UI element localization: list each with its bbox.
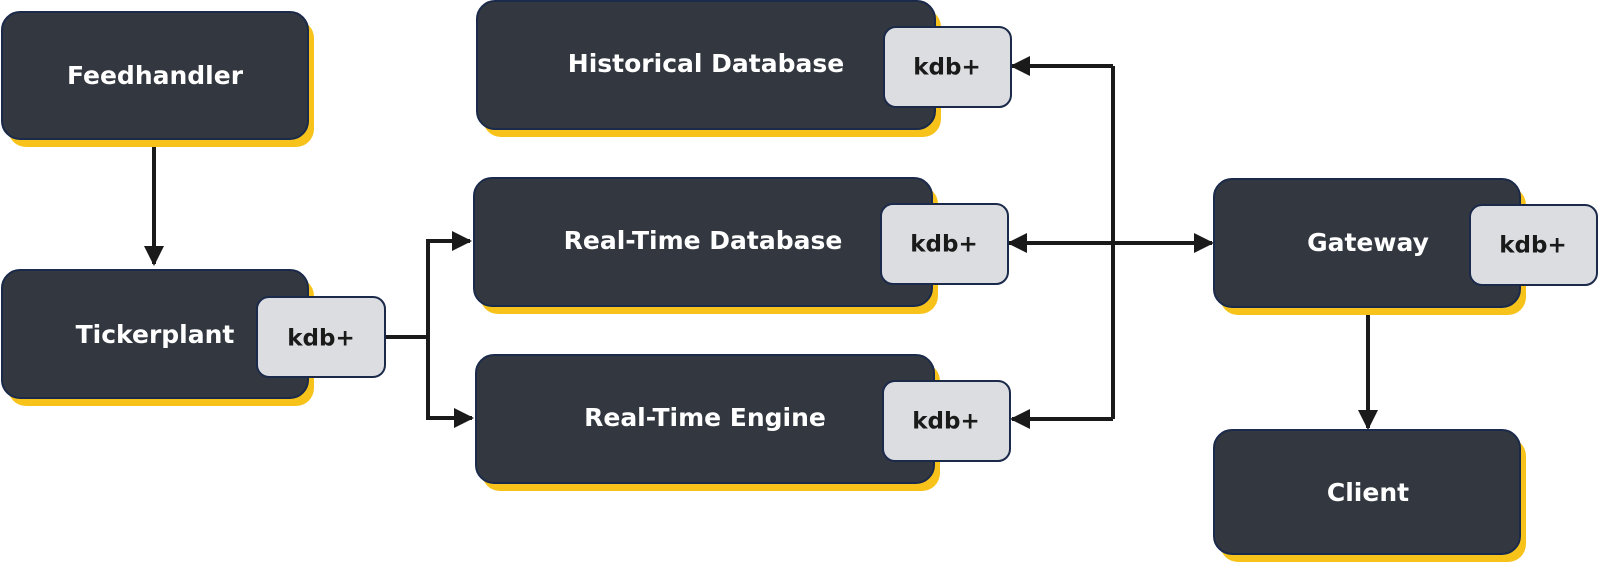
kdb-badge-label: kdb+ — [1499, 233, 1567, 259]
node-client: Client — [1213, 429, 1526, 562]
kdb-badge — [880, 203, 1009, 285]
node-label: Historical Database — [568, 49, 844, 78]
edge-tickerplant-to-real-time-database — [426, 231, 472, 337]
node-gateway: Gateway kdb+ — [1213, 178, 1598, 315]
node-feedhandler: Feedhandler — [1, 11, 314, 147]
kdb-badge-label: kdb+ — [287, 326, 355, 352]
edge-tickerplant-to-real-time-engine — [426, 337, 474, 428]
node-label: Real-Time Engine — [584, 403, 826, 432]
node-historical-database: Historical Database kdb+ — [476, 0, 1012, 137]
kdb-badge-label: kdb+ — [910, 232, 978, 258]
node-label: Feedhandler — [67, 61, 244, 90]
kdb-badge — [256, 296, 386, 378]
node-label: Real-Time Database — [564, 226, 843, 255]
kdb-badge — [883, 26, 1012, 108]
node-box — [1213, 429, 1521, 555]
node-tickerplant: Tickerplant kdb+ — [1, 269, 386, 406]
kdb-badge-label: kdb+ — [912, 409, 980, 435]
node-label: Client — [1327, 478, 1409, 507]
kdb-badge — [1469, 204, 1598, 286]
connectors — [144, 56, 1378, 430]
node-box — [1, 11, 309, 140]
kdb-badge — [882, 380, 1011, 462]
node-label: Tickerplant — [76, 320, 235, 349]
node-label: Gateway — [1307, 228, 1429, 257]
kdb-badge-label: kdb+ — [913, 55, 981, 81]
node-real-time-engine: Real-Time Engine kdb+ — [475, 354, 1011, 491]
node-real-time-database: Real-Time Database kdb+ — [473, 177, 1009, 314]
